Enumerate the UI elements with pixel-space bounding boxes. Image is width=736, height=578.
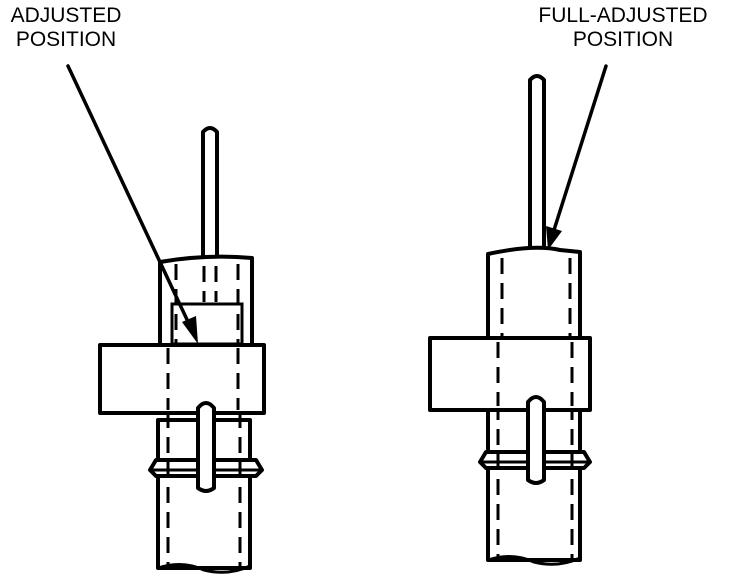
left-lower-sleeve (156, 418, 252, 570)
right-assembly (428, 74, 592, 566)
right-upper-sleeve (486, 245, 582, 344)
right-upper-rod (528, 74, 546, 254)
right-leader-arrowhead (546, 226, 562, 250)
left-break-line (156, 563, 252, 574)
left-assembly (98, 126, 266, 574)
adjusted-position-line1: ADJUSTED (10, 4, 122, 27)
adjusted-position-line2: POSITION (15, 28, 117, 51)
left-slot-pin (196, 401, 216, 493)
left-leader-line (66, 64, 192, 328)
right-leader-line (552, 64, 608, 232)
right-leader (546, 64, 608, 250)
left-leader (66, 64, 198, 344)
left-upper-rod (201, 126, 219, 264)
right-slot-pin (526, 395, 546, 485)
adjusted-position-callout: ADJUSTED POSITION (2, 4, 130, 52)
left-leader-arrowhead (182, 316, 198, 344)
full-adjusted-position-callout: FULL-ADJUSTED POSITION (528, 4, 718, 52)
full-adjusted-position-line2: POSITION (572, 28, 674, 51)
right-clamp-bar (428, 336, 592, 412)
right-break-line (486, 555, 582, 566)
full-adjusted-position-line1: FULL-ADJUSTED (538, 4, 708, 27)
